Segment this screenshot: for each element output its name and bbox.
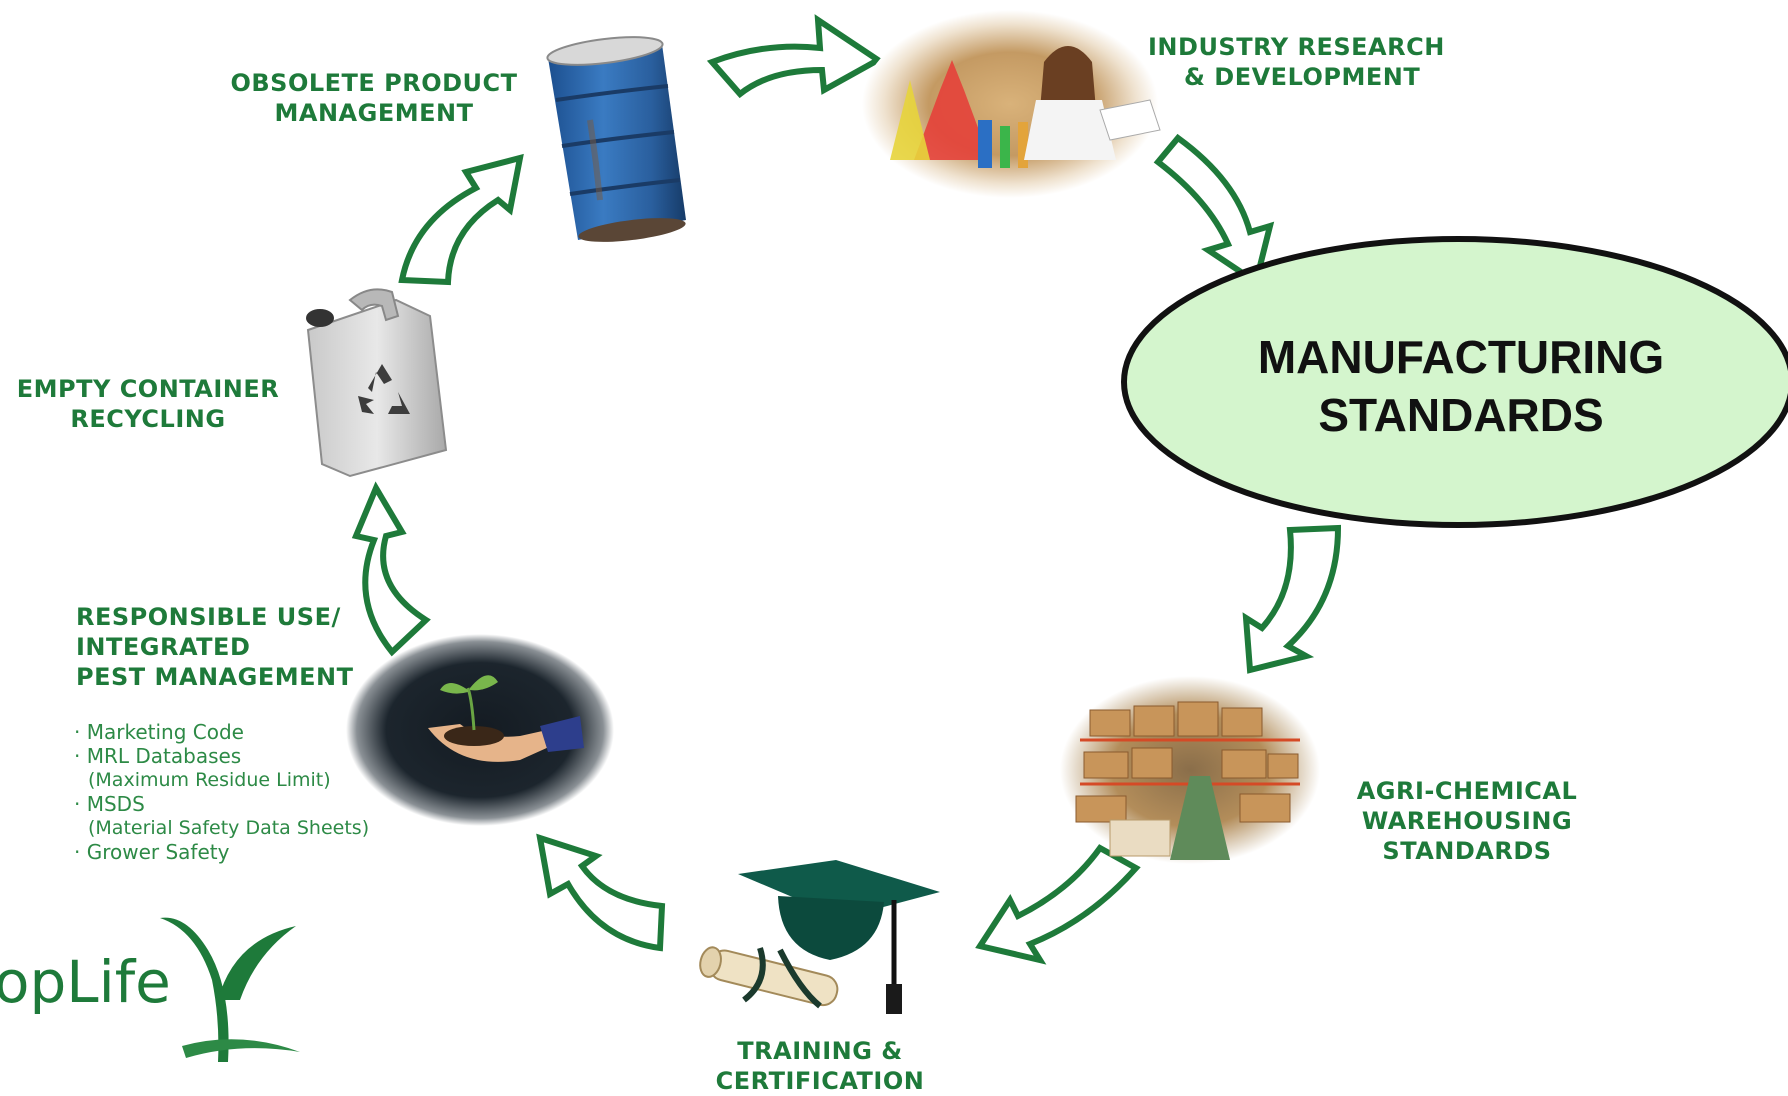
arrow-training-to-responsible [536,833,666,952]
hub-label-line1: MANUFACTURING [1257,331,1665,383]
bullet-item: · MRL Databases [74,744,242,768]
laboratory-photo [862,10,1161,198]
obsolete-label: OBSOLETE PRODUCT MANAGEMENT [224,68,524,128]
research-label: INDUSTRY RESEARCH & DEVELOPMENT [1148,32,1445,92]
warehousing-label-line1: AGRI-CHEMICAL [1356,777,1578,805]
hub-ellipse [1121,236,1788,528]
arrow-responsible-to-recycling [351,481,431,657]
recycling-label-line2: RECYCLING [70,405,226,433]
responsible-use-label: RESPONSIBLE USE/ INTEGRATED PEST MANAGEM… [76,602,353,692]
warehousing-label-line3: STANDARDS [1382,837,1552,865]
arrow-obsolete-to-research [706,14,884,99]
training-label-line2: CERTIFICATION [715,1067,925,1095]
croplife-logo [160,917,300,1062]
jerrycan-recycle-icon [306,288,448,478]
warehousing-label: AGRI-CHEMICAL WAREHOUSING STANDARDS [1350,776,1584,866]
bullet-item: · Grower Safety [74,840,230,864]
bullet-subitem: (Material Safety Data Sheets) [88,817,370,839]
responsible-use-label-line2: INTEGRATED [76,633,251,661]
obsolete-label-line2: MANAGEMENT [274,99,474,127]
bullet-subitem: (Maximum Residue Limit) [88,769,331,791]
recycle-icon [358,364,410,414]
warehouse-photo [1060,676,1320,864]
arrow-research-to-hub [1153,133,1275,287]
recycling-label-line1: EMPTY CONTAINER [16,375,280,403]
oil-drum-icon [546,36,686,242]
bullet-item: · MSDS [74,792,145,816]
bullet-item: · Marketing Code [74,720,244,744]
research-label-line2: & DEVELOPMENT [1184,63,1421,91]
graduation-cap-icon [699,860,940,1014]
seedling-hand-photo [346,634,614,826]
hub-label: MANUFACTURING STANDARDS [1128,328,1788,444]
arrow-recycling-to-obsolete [398,153,524,286]
training-label: TRAINING & CERTIFICATION [700,1036,940,1096]
responsible-use-bullets: · Marketing Code · MRL Databases (Maximu… [74,720,369,864]
recycling-label: EMPTY CONTAINER RECYCLING [10,374,286,434]
hub-label-line2: STANDARDS [1318,389,1604,441]
warehousing-label-line2: WAREHOUSING [1361,807,1573,835]
obsolete-label-line1: OBSOLETE PRODUCT [230,69,518,97]
arrow-warehousing-to-training [975,844,1141,965]
responsible-use-label-line1: RESPONSIBLE USE/ [76,603,341,631]
arrow-hub-to-warehousing [1242,524,1342,674]
training-label-line1: TRAINING & [737,1037,903,1065]
research-label-line1: INDUSTRY RESEARCH [1148,33,1445,61]
responsible-use-label-line3: PEST MANAGEMENT [76,663,354,691]
logo-text: opLife [0,948,171,1016]
